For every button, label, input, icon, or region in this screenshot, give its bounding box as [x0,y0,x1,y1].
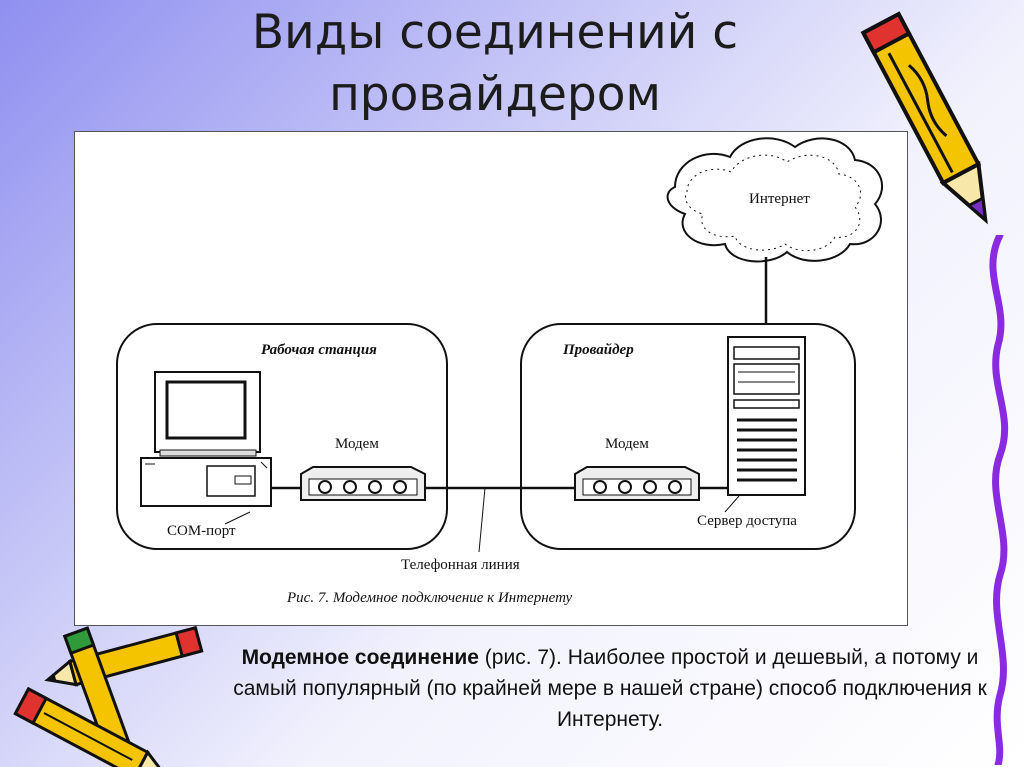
phone-line-label: Телефонная линия [401,557,520,573]
internet-label: Интернет [749,191,810,207]
title-line-1: Виды соединений с [251,5,739,60]
server-icon [727,336,806,496]
purple-squiggle [989,235,1009,765]
slide-title: Виды соединений с провайдером [150,2,840,126]
figure-caption: Рис. 7. Модемное подключение к Интернету [286,590,573,606]
modem-left-label: Модем [335,436,379,452]
pencils-cluster-icon [13,625,204,767]
access-server-label: Сервер доступа [697,513,797,529]
description-text: Модемное соединение (рис. 7). Наиболее п… [215,642,1005,735]
modem-connection-diagram: Интернет Рабочая станция Провайдер Модем [74,131,908,626]
pencil-icon [860,11,988,225]
description-body: (рис. 7). Наиболее простой и дешевый, а … [233,646,987,731]
workstation-label: Рабочая станция [261,342,377,358]
cloud-icon [666,137,884,263]
computer-icon [140,371,272,507]
modem-icon [574,466,700,501]
modem-right-label: Модем [605,436,649,452]
description-bold-term: Модемное соединение [241,646,479,669]
com-port-label: COM-порт [167,523,236,539]
modem-icon [300,466,426,501]
provider-label: Провайдер [562,342,634,358]
title-line-2: провайдером [329,67,661,122]
